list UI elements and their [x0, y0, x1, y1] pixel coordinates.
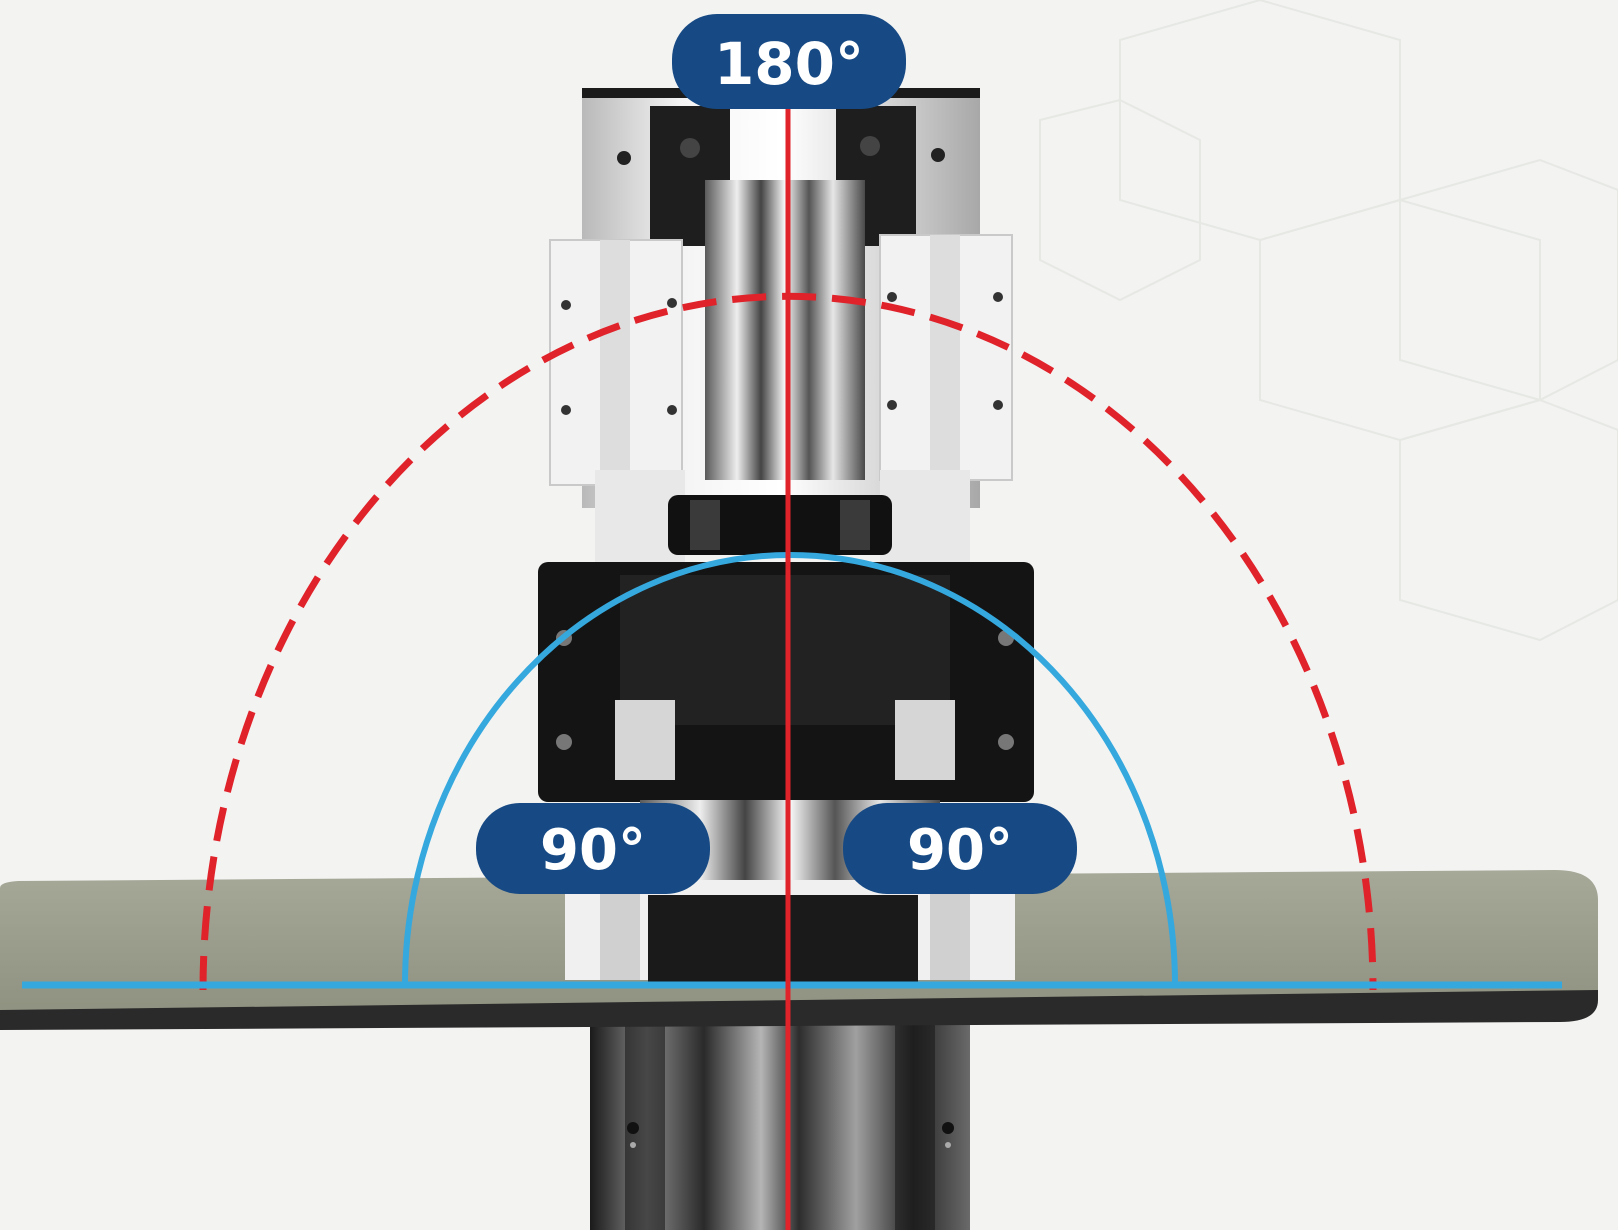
right-angle-label: 90° — [907, 818, 1013, 883]
lower-column — [590, 1015, 970, 1230]
background-hex-pattern — [1039, 0, 1618, 642]
top-angle-badge: 180° — [672, 14, 906, 109]
left-angle-label: 90° — [540, 818, 646, 883]
left-angle-badge: 90° — [476, 803, 710, 894]
top-angle-label: 180° — [714, 30, 864, 98]
right-angle-badge: 90° — [843, 803, 1077, 894]
